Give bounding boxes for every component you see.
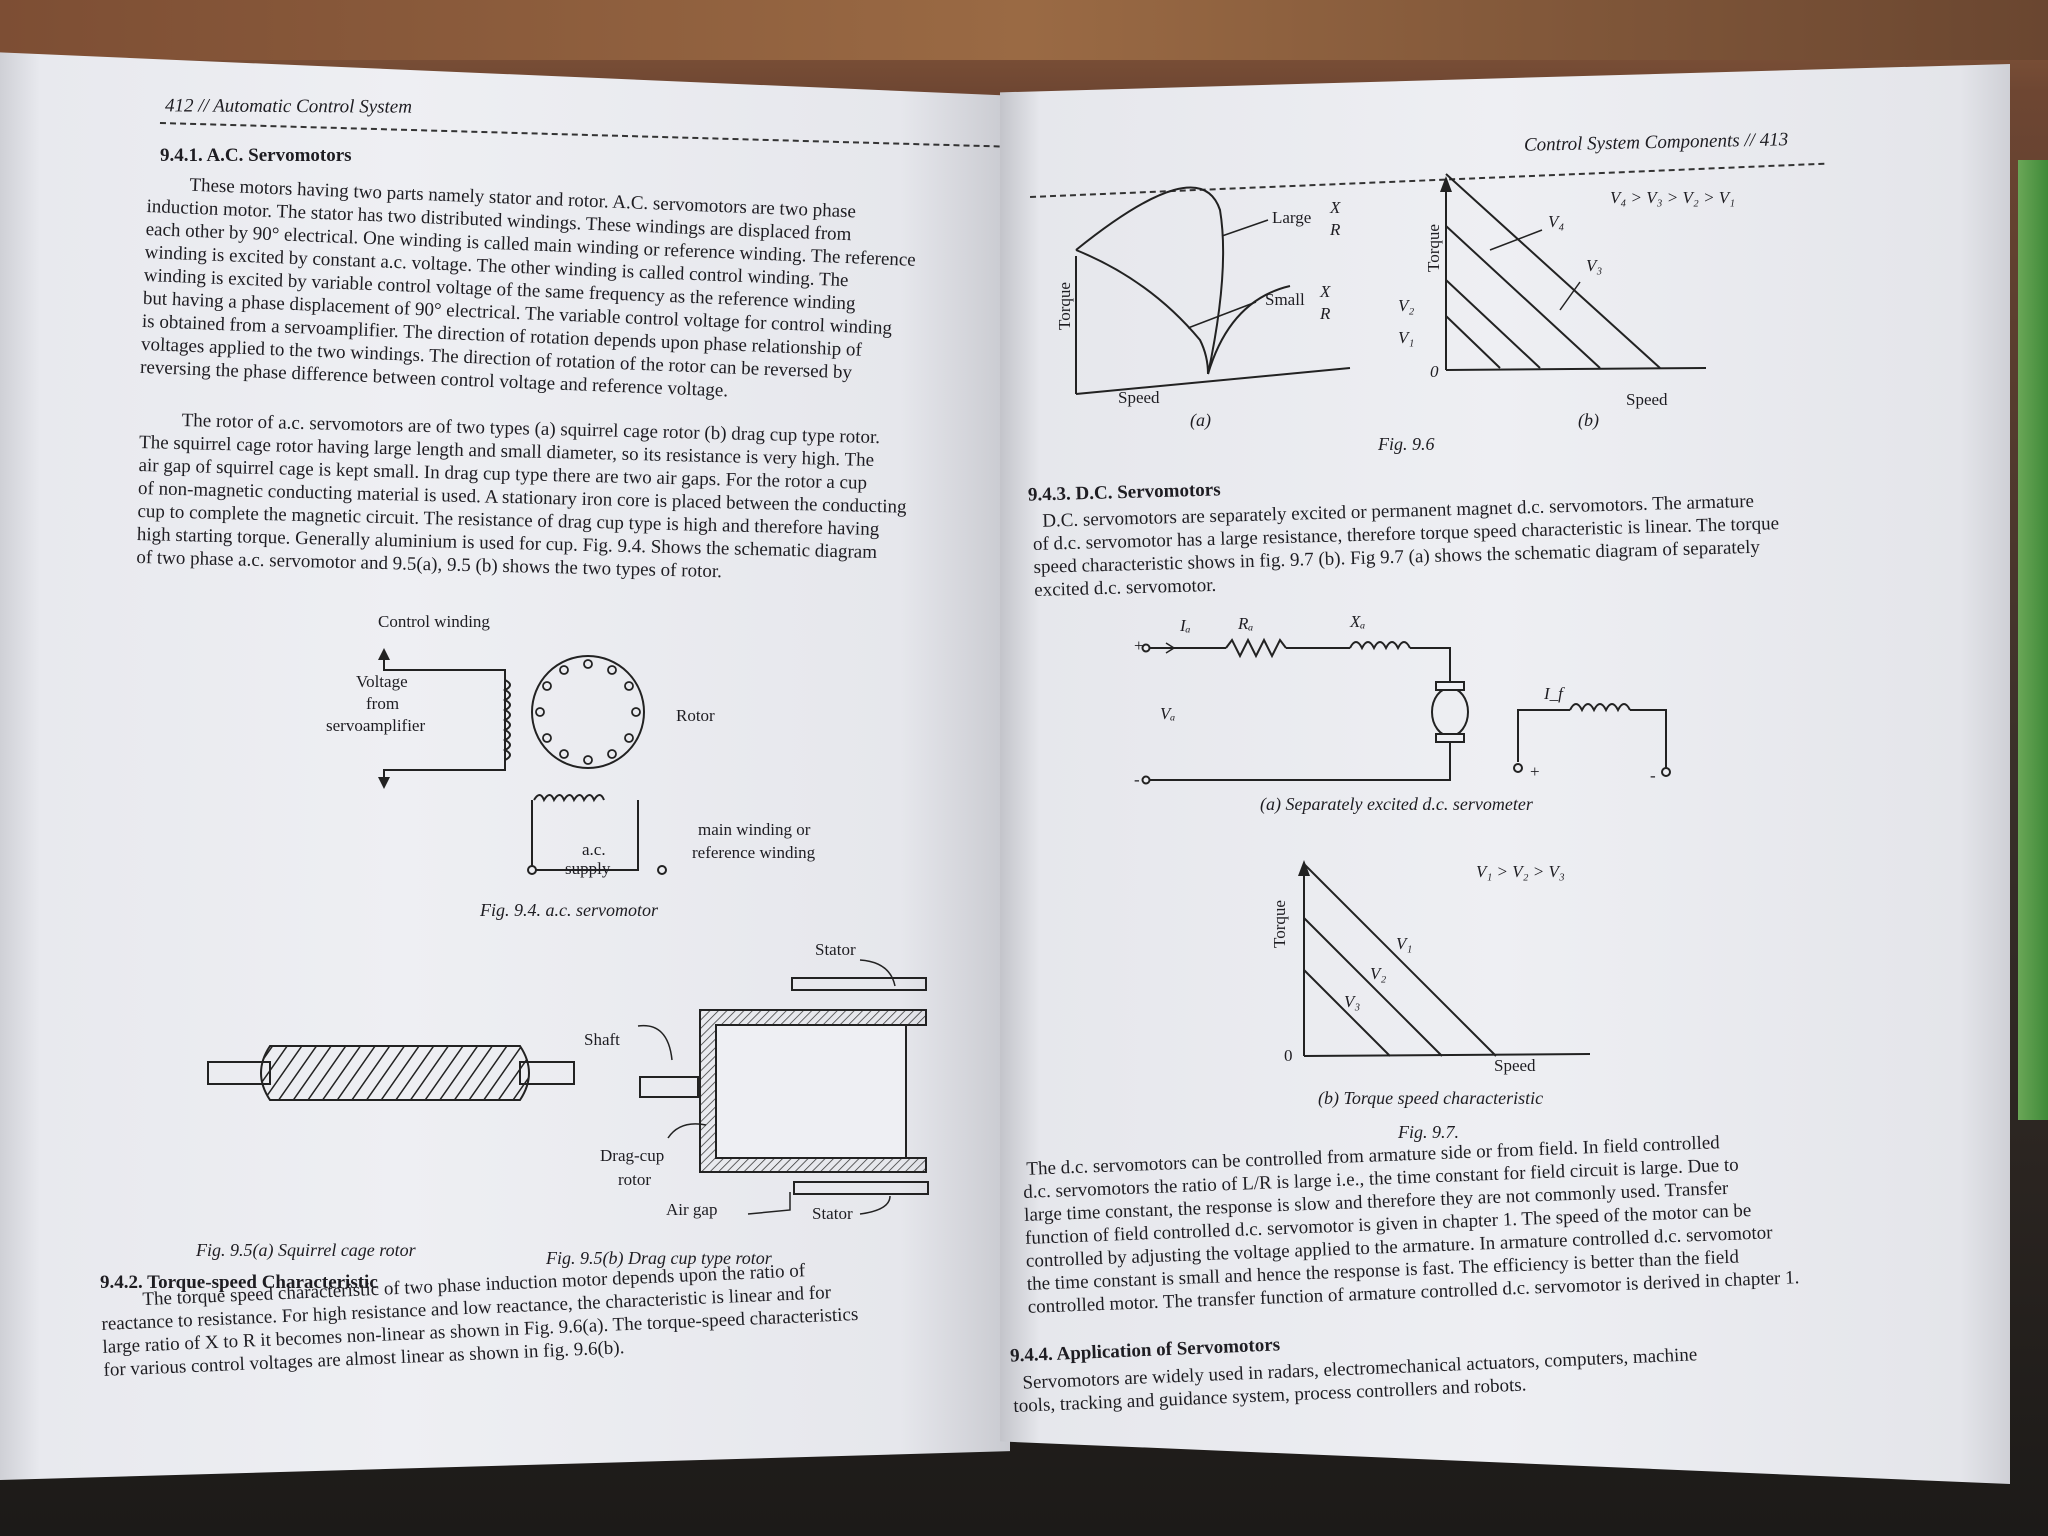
xa-label: Xₐ [1350,612,1366,631]
fig-96a-small-r: R [1320,304,1331,323]
reference-winding-label: reference winding [692,843,816,862]
fig-96b-zero-label: 0 [1430,362,1439,381]
fig-96b-relation: V₄ > V₃ > V₂ > V₁ [1610,188,1736,207]
fig-97b-torque-label: Torque [1270,900,1289,948]
section-942-title: 9.4.2. Torque-speed Characteristic [100,1272,378,1293]
fig-97a-caption: (a) Separately excited d.c. servometer [1260,794,1533,814]
drag-cup-label: Drag-cup [600,1146,665,1165]
stator-bottom-label: Stator [812,1204,853,1223]
fig-97b-v3-label: V₃ [1344,992,1361,1011]
right-page [1000,64,2010,1484]
fig-96a-large-r: R [1330,220,1341,239]
stator-top-label: Stator [815,940,856,959]
from-label: from [366,694,400,713]
fig-96b-v1-label: V₁ [1398,328,1415,347]
main-winding-label: main winding or [698,820,811,839]
fig-96-caption: Fig. 9.6 [1378,434,1435,454]
fig-95-diagram [207,959,929,1215]
fig-96a-chart [1075,186,1351,395]
fig-97b-chart [1298,860,1591,1057]
fig-94-caption: Fig. 9.4. a.c. servomotor [480,900,658,920]
fig-97b-speed-label: Speed [1494,1056,1536,1075]
shaft-label: Shaft [584,1030,620,1049]
fig-96a-sublabel: (a) [1190,410,1211,430]
fig-96a-large-label: Large [1272,208,1312,227]
plus-terminal: + [1134,636,1144,655]
fig-94-diagram [378,648,645,803]
fig-96b-v3-label: V₃ [1586,256,1603,275]
fig-96b-chart [1440,173,1707,371]
fig-97b-v2-label: V₂ [1370,964,1387,983]
fig-97a-circuit [1141,637,1671,785]
air-gap-label: Air gap [666,1200,718,1219]
fig-96a-small-x: X [1320,282,1331,301]
section-941-title: 9.4.1. A.C. Servomotors [160,145,352,166]
fig-96b-torque-label: Torque [1424,224,1443,272]
field-plus-terminal: + [1530,762,1540,781]
field-minus-terminal: - [1650,766,1656,785]
if-label: I_f [1544,684,1563,703]
ia-label: Iₐ [1180,616,1191,635]
ra-label: Rₐ [1238,614,1254,633]
paragraph-dc-control: The d.c. servomotors can be controlled f… [1022,1126,1858,1319]
drag-cup-rotor-label: rotor [618,1170,652,1189]
paragraph-ac-servomotors: These motors having two parts namely sta… [140,172,998,413]
fig-96b-speed-label: Speed [1626,390,1668,409]
fig-97b-zero-label: 0 [1284,1046,1293,1065]
fig-96a-large-x: X [1330,198,1341,217]
ac-label: a.c. [582,840,606,859]
rotor-label: Rotor [676,706,715,725]
ac-supply-circuit [527,800,667,875]
fig-97b-caption: (b) Torque speed characteristic [1318,1088,1544,1108]
paragraph-rotor-types: The rotor of a.c. servomotors are of two… [136,408,1000,590]
fig-97b-relation: V₁ > V₂ > V₃ [1476,862,1565,881]
minus-terminal: - [1134,770,1140,789]
fig-96a-torque-label: Torque [1055,282,1074,330]
fig-95b-caption: Fig. 9.5(b) Drag cup type rotor [546,1248,772,1268]
left-page-header: 412 // Automatic Control System [164,95,413,118]
green-object-edge [2018,160,2048,1120]
fig-97b-v1-label: V₁ [1396,934,1413,953]
control-winding-label: Control winding [378,612,490,631]
servoamplifier-label: servoamplifier [326,716,426,735]
voltage-label: Voltage [356,672,408,691]
fig-95a-caption: Fig. 9.5(a) Squirrel cage rotor [196,1240,416,1260]
fig-96a-speed-label: Speed [1118,388,1160,407]
fig-96b-sublabel: (b) [1578,410,1599,430]
fig-97-caption: Fig. 9.7. [1398,1122,1459,1142]
supply-label: supply [565,859,611,878]
table-background [0,0,2048,60]
fig-96b-v4-label: V₄ [1548,212,1565,231]
fig-96a-small-label: Small [1265,290,1305,309]
fig-96b-v2-label: V₂ [1398,296,1415,315]
va-label: Vₐ [1160,704,1176,723]
